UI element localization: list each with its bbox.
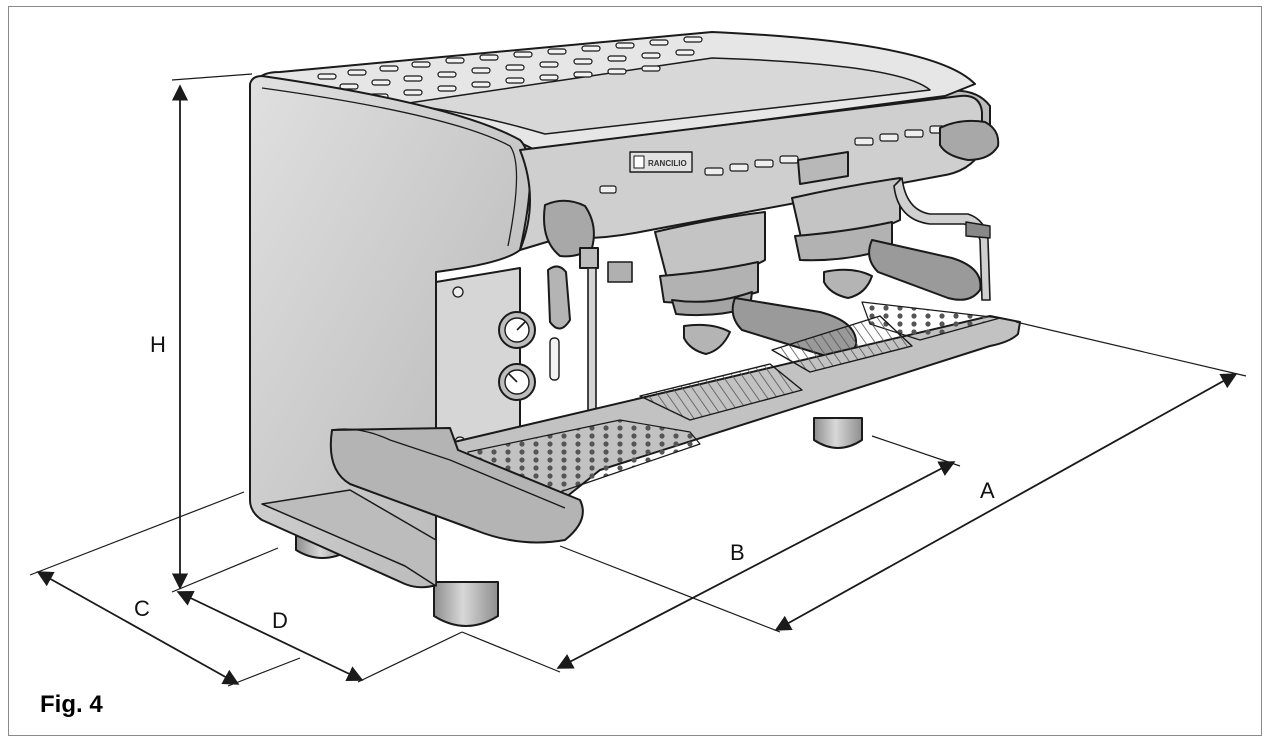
screw — [452, 286, 464, 298]
group-head-left — [654, 211, 858, 359]
group-head-right — [791, 177, 982, 301]
dimension-label-c: C — [134, 596, 150, 621]
brand-name: RANCILIO — [648, 159, 687, 168]
dimension-line-a — [774, 373, 1238, 631]
espresso-machine: RANCILIO — [249, 31, 1021, 627]
portafilter-handle-right — [868, 239, 982, 301]
side-panel-edge — [261, 87, 518, 247]
dimension-line-d — [176, 590, 364, 682]
machine-side-panel — [249, 75, 531, 589]
brand-badge: RANCILIO — [629, 151, 693, 173]
steam-wand-left — [547, 247, 633, 459]
cup-rest-right — [771, 315, 913, 373]
cup-warmer-slots — [317, 36, 703, 100]
pressure-gauge-icon — [498, 363, 536, 401]
water-level-glass — [549, 337, 560, 381]
drip-tray-grille-right — [861, 301, 1001, 341]
dimension-label-h: H — [150, 332, 166, 357]
dimension-label-b: B — [730, 540, 745, 565]
dimension-label-d: D — [272, 608, 288, 633]
steam-wand-right — [893, 177, 991, 301]
steam-knob-right — [939, 119, 1000, 161]
dimension-line-c — [36, 571, 240, 685]
machine-front-face — [519, 94, 983, 251]
figure-caption: Fig. 4 — [40, 691, 103, 718]
control-display — [797, 151, 849, 185]
brand-logo-icon — [633, 155, 645, 169]
dimension-label-a: A — [980, 478, 995, 503]
machine-base — [261, 489, 437, 587]
drip-tray-lip-top — [331, 428, 566, 509]
dimension-lines — [29, 73, 1247, 687]
cup-warmer-inner — [401, 57, 931, 135]
pressure-gauge-icon — [498, 311, 536, 349]
